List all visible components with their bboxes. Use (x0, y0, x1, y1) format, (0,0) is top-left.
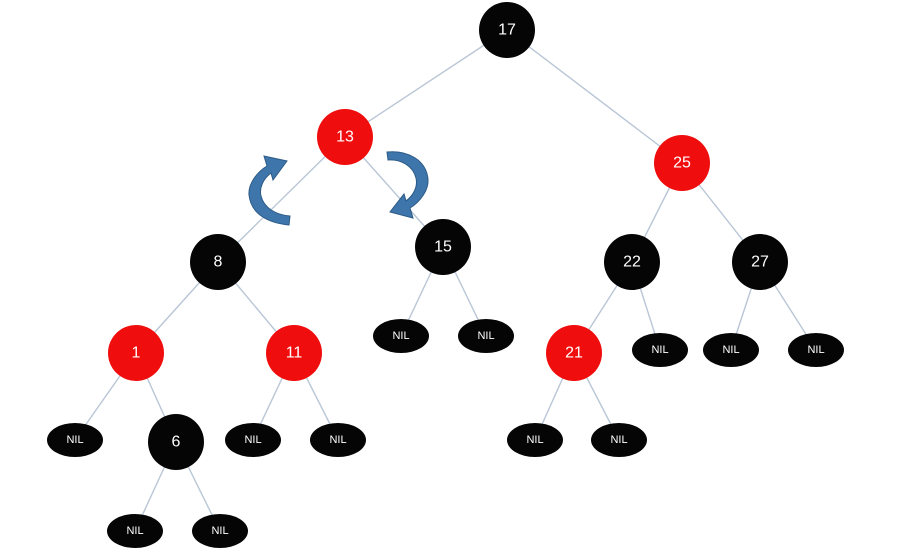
nil-leaf-ellipse (591, 423, 647, 457)
nil-leaf-ellipse (788, 333, 844, 367)
nil-leaf-ellipse (310, 423, 366, 457)
tree-node-27: 27 (732, 234, 788, 290)
nil-leaf-ellipse (373, 319, 429, 353)
tree-node-1: 1 (108, 325, 164, 381)
black-node-circle (604, 234, 660, 290)
node-value-label: 1 (132, 345, 141, 362)
black-node-circle (732, 234, 788, 290)
node-value-label: 11 (286, 345, 303, 362)
node-value-label: 15 (434, 239, 452, 256)
red-node-circle (546, 325, 602, 381)
black-node-circle (190, 234, 246, 290)
nil-leaf-ellipse (47, 423, 103, 457)
nil-leaf: NIL (47, 423, 103, 457)
tree-node-6: 6 (148, 414, 204, 470)
nil-leaf-label: NIL (651, 344, 668, 356)
node-value-label: 8 (214, 254, 223, 271)
tree-node-17: 17 (479, 2, 535, 58)
red-node-circle (654, 135, 710, 191)
nil-leaf-ellipse (632, 333, 688, 367)
node-value-label: 13 (336, 129, 354, 146)
nil-leaf-label: NIL (244, 434, 261, 446)
node-value-label: 6 (172, 434, 181, 451)
nil-leaf-label: NIL (126, 525, 143, 537)
node-value-label: 17 (498, 22, 516, 39)
nil-leaf-ellipse (507, 423, 563, 457)
red-node-circle (317, 109, 373, 165)
edge-n17-n25 (506, 29, 683, 164)
node-value-label: 21 (565, 345, 583, 362)
tree-node-22: 22 (604, 234, 660, 290)
nil-leaf: NIL (591, 423, 647, 457)
edge-n13-n8 (217, 136, 346, 263)
black-node-circle (148, 414, 204, 470)
nil-leaf-ellipse (192, 514, 248, 548)
curved-arrow-left-icon (248, 155, 291, 226)
nil-leaf: NIL (373, 319, 429, 353)
nil-leaf: NIL (507, 423, 563, 457)
nil-leaf-label: NIL (392, 330, 409, 342)
nil-leaf-label: NIL (807, 344, 824, 356)
tree-node-15: 15 (415, 219, 471, 275)
nil-leaf: NIL (632, 333, 688, 367)
nil-leaf: NIL (703, 333, 759, 367)
nil-leaf: NIL (458, 319, 514, 353)
nil-leaf-label: NIL (329, 434, 346, 446)
curved-arrow-right-icon (386, 151, 429, 219)
nil-leaf-label: NIL (610, 434, 627, 446)
nil-leaf: NIL (107, 514, 163, 548)
node-value-label: 27 (751, 254, 769, 271)
red-node-circle (108, 325, 164, 381)
nil-leaf: NIL (225, 423, 281, 457)
nil-leaf-label: NIL (211, 525, 228, 537)
tree-node-25: 25 (654, 135, 710, 191)
nil-leaf-ellipse (225, 423, 281, 457)
tree-node-8: 8 (190, 234, 246, 290)
rotation-arrows (248, 151, 429, 226)
nil-leaf: NIL (310, 423, 366, 457)
black-node-circle (415, 219, 471, 275)
tree-node-21: 21 (546, 325, 602, 381)
black-node-circle (479, 2, 535, 58)
nil-leaf-label: NIL (722, 344, 739, 356)
edge-n17-n13 (344, 29, 508, 138)
red-node-circle (266, 325, 322, 381)
tree-node-13: 13 (317, 109, 373, 165)
nil-leaf-label: NIL (526, 434, 543, 446)
nil-leaf-ellipse (458, 319, 514, 353)
nil-leaf: NIL (788, 333, 844, 367)
nil-leaf-label: NIL (477, 330, 494, 342)
nil-leaf-label: NIL (66, 434, 83, 446)
node-value-label: 22 (623, 254, 641, 271)
nil-leaf-ellipse (107, 514, 163, 548)
nil-leaf: NIL (192, 514, 248, 548)
nil-leaf-ellipse (703, 333, 759, 367)
tree-node-11: 11 (266, 325, 322, 381)
node-value-label: 25 (673, 155, 691, 172)
